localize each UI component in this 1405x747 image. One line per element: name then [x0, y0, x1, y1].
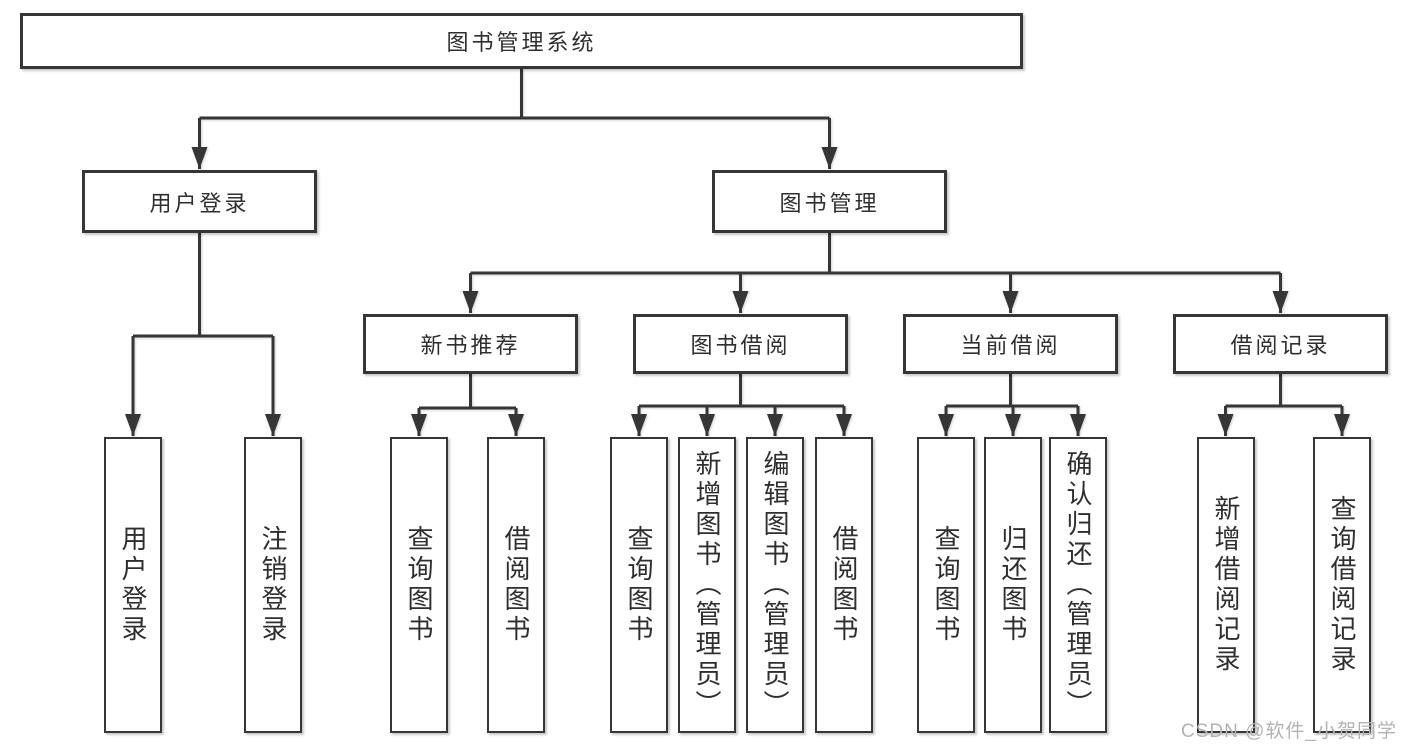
- leaf-bb-query-books: 查询图书: [610, 437, 668, 733]
- leaf-cb-return-books: 归还图书: [984, 437, 1042, 733]
- leaf-logout: 注销登录: [244, 437, 302, 733]
- watermark: CSDN @软件_小贺同学: [1181, 721, 1397, 742]
- node-borrowing-records: 借阅记录: [1173, 314, 1388, 374]
- leaf-bb-edit-books-admin: 编辑图书（管理员）: [746, 437, 804, 733]
- node-book-borrowing: 图书借阅: [633, 314, 848, 374]
- leaf-bb-add-books-admin: 新增图书（管理员）: [678, 437, 736, 733]
- node-library-management-system: 图书管理系统: [20, 13, 1023, 69]
- node-book-management-branch: 图书管理: [712, 170, 947, 233]
- leaf-br-add-record: 新增借阅记录: [1197, 437, 1255, 733]
- leaf-cb-confirm-return-admin: 确认归还（管理员）: [1049, 437, 1107, 733]
- node-user-login-branch: 用户登录: [82, 170, 317, 233]
- leaf-rec-query-books: 查询图书: [390, 437, 448, 733]
- leaf-bb-borrow-books: 借阅图书: [815, 437, 873, 733]
- leaf-cb-query-books: 查询图书: [917, 437, 975, 733]
- leaf-br-query-record: 查询借阅记录: [1313, 437, 1371, 733]
- leaf-user-login: 用户登录: [104, 437, 162, 733]
- node-current-borrowing: 当前借阅: [903, 314, 1118, 374]
- node-new-book-recommendation: 新书推荐: [363, 314, 578, 374]
- leaf-rec-borrow-books: 借阅图书: [487, 437, 545, 733]
